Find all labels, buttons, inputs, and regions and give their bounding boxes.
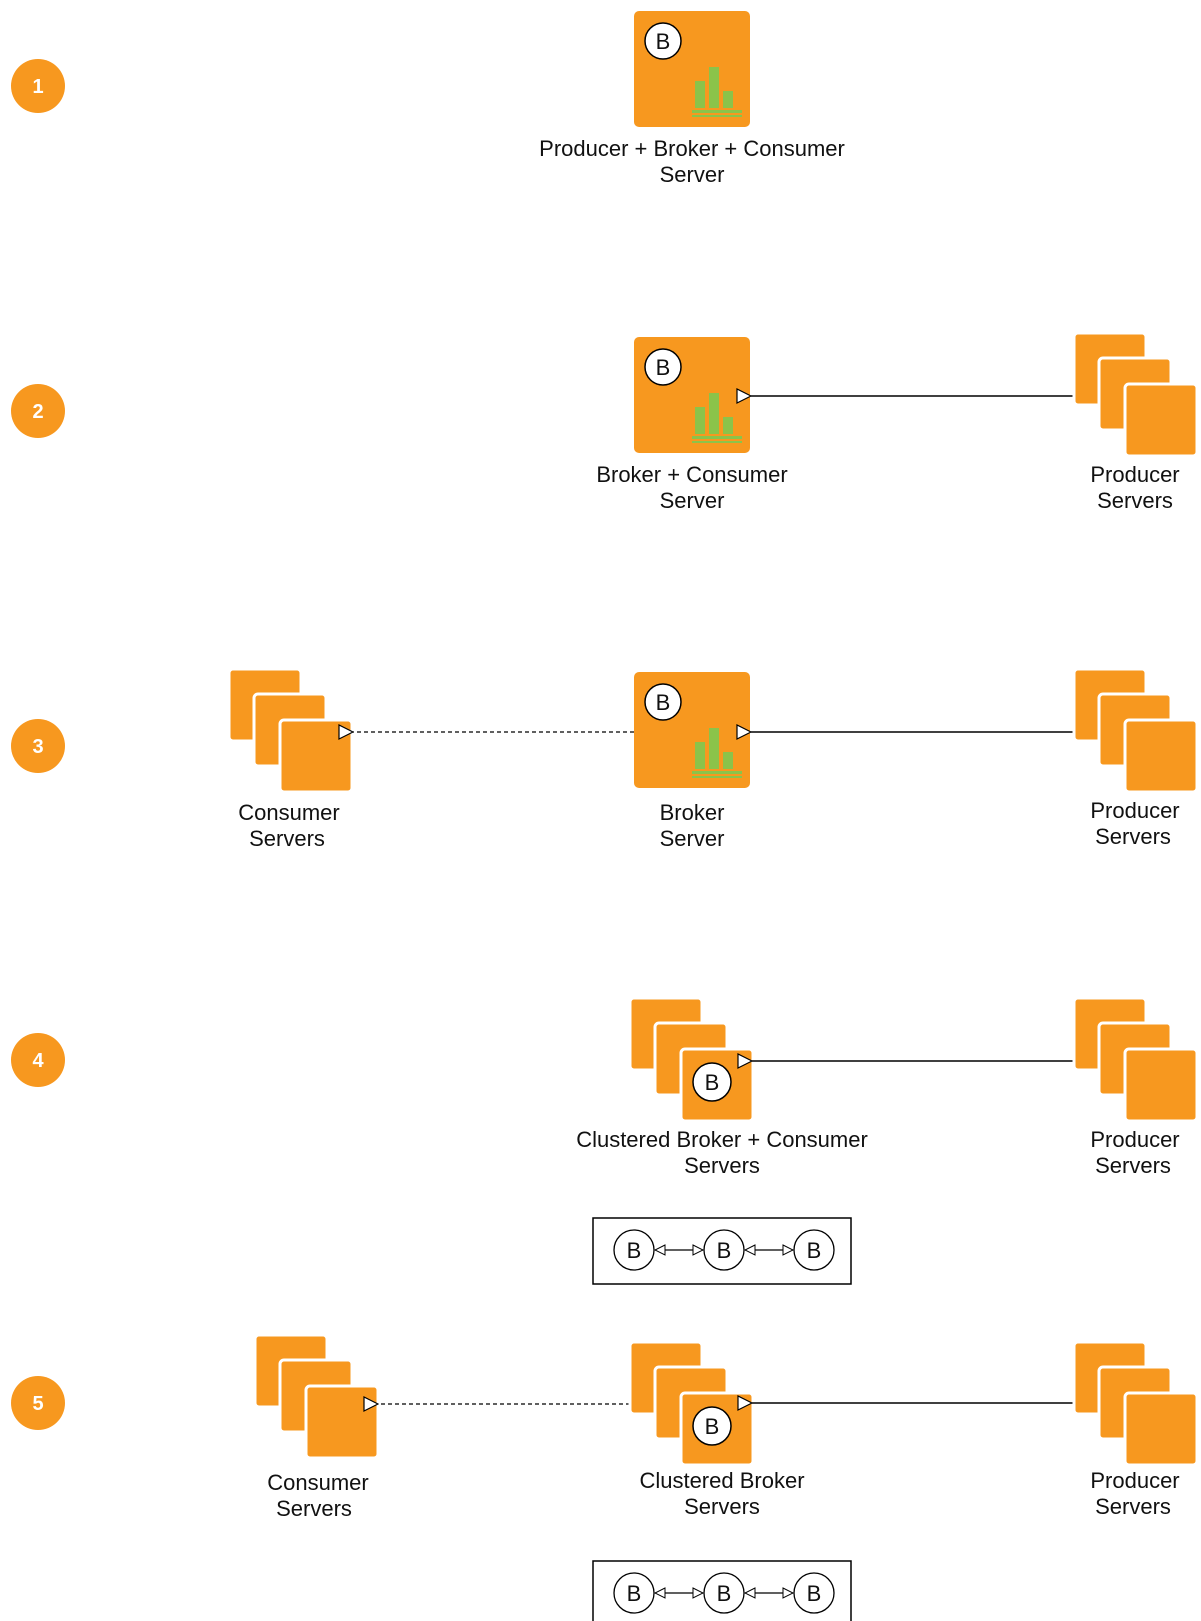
producer-stack-icon <box>1072 331 1199 458</box>
broker-node: B <box>627 1238 642 1263</box>
step-5: 5 Consumer Servers Clustered Broker Serv… <box>11 1333 1199 1621</box>
cluster-label: Servers <box>684 1494 760 1519</box>
broker-node: B <box>717 1581 732 1606</box>
consumer-stack-icon <box>227 667 354 794</box>
cluster-label: Clustered Broker <box>639 1468 804 1493</box>
consumer-label: Consumer <box>267 1470 368 1495</box>
producer-label: Servers <box>1095 824 1171 849</box>
server-label: Server <box>660 488 725 513</box>
clustered-broker-stack-icon <box>630 998 753 1121</box>
broker-cluster-box: B B B <box>592 1217 852 1285</box>
step-badge-icon: 3 <box>11 719 65 773</box>
cluster-label: Servers <box>684 1153 760 1178</box>
producer-label: Producer <box>1090 1127 1179 1152</box>
consumer-label: Consumer <box>238 800 339 825</box>
broker-node: B <box>807 1238 822 1263</box>
broker-server-icon <box>633 10 751 128</box>
broker-server-icon <box>633 336 751 454</box>
step-number: 2 <box>32 401 43 423</box>
step-2: 2 Broker + Consumer Server Producer Serv… <box>11 331 1199 513</box>
producer-label: Producer <box>1090 798 1179 823</box>
broker-node: B <box>807 1581 822 1606</box>
step-number: 5 <box>32 1393 43 1415</box>
step-4: 4 Clustered Broker + Consumer Servers Pr… <box>11 996 1199 1285</box>
step-3: 3 Consumer Servers Broker Server Produce… <box>11 667 1199 851</box>
cluster-label: Clustered Broker + Consumer <box>576 1127 868 1152</box>
producer-label: Servers <box>1095 1153 1171 1178</box>
producer-label: Producer <box>1090 462 1179 487</box>
producer-label: Servers <box>1095 1494 1171 1519</box>
broker-label: Server <box>660 826 725 851</box>
step-badge-icon: 2 <box>11 384 65 438</box>
step-badge-icon: 4 <box>11 1033 65 1087</box>
step-badge-icon: 1 <box>11 59 65 113</box>
consumer-stack-icon <box>253 1333 380 1460</box>
broker-label: Broker <box>660 800 725 825</box>
server-label: Producer + Broker + Consumer <box>539 136 845 161</box>
clustered-broker-stack-icon <box>630 1342 753 1465</box>
broker-server-icon <box>633 671 751 789</box>
server-label: Broker + Consumer <box>596 462 787 487</box>
producer-label: Servers <box>1097 488 1173 513</box>
broker-node: B <box>627 1581 642 1606</box>
producer-label: Producer <box>1090 1468 1179 1493</box>
broker-node: B <box>717 1238 732 1263</box>
server-label: Server <box>660 162 725 187</box>
producer-stack-icon <box>1072 1340 1199 1467</box>
consumer-label: Servers <box>249 826 325 851</box>
consumer-label: Servers <box>276 1496 352 1521</box>
broker-cluster-box: B B B <box>592 1560 852 1621</box>
step-1: 1 Producer + Broker + Consumer Server <box>11 10 845 187</box>
step-number: 4 <box>32 1050 44 1072</box>
producer-stack-icon <box>1072 996 1199 1123</box>
step-badge-icon: 5 <box>11 1376 65 1430</box>
step-number: 1 <box>32 76 43 98</box>
step-number: 3 <box>32 736 43 758</box>
producer-stack-icon <box>1072 667 1199 794</box>
